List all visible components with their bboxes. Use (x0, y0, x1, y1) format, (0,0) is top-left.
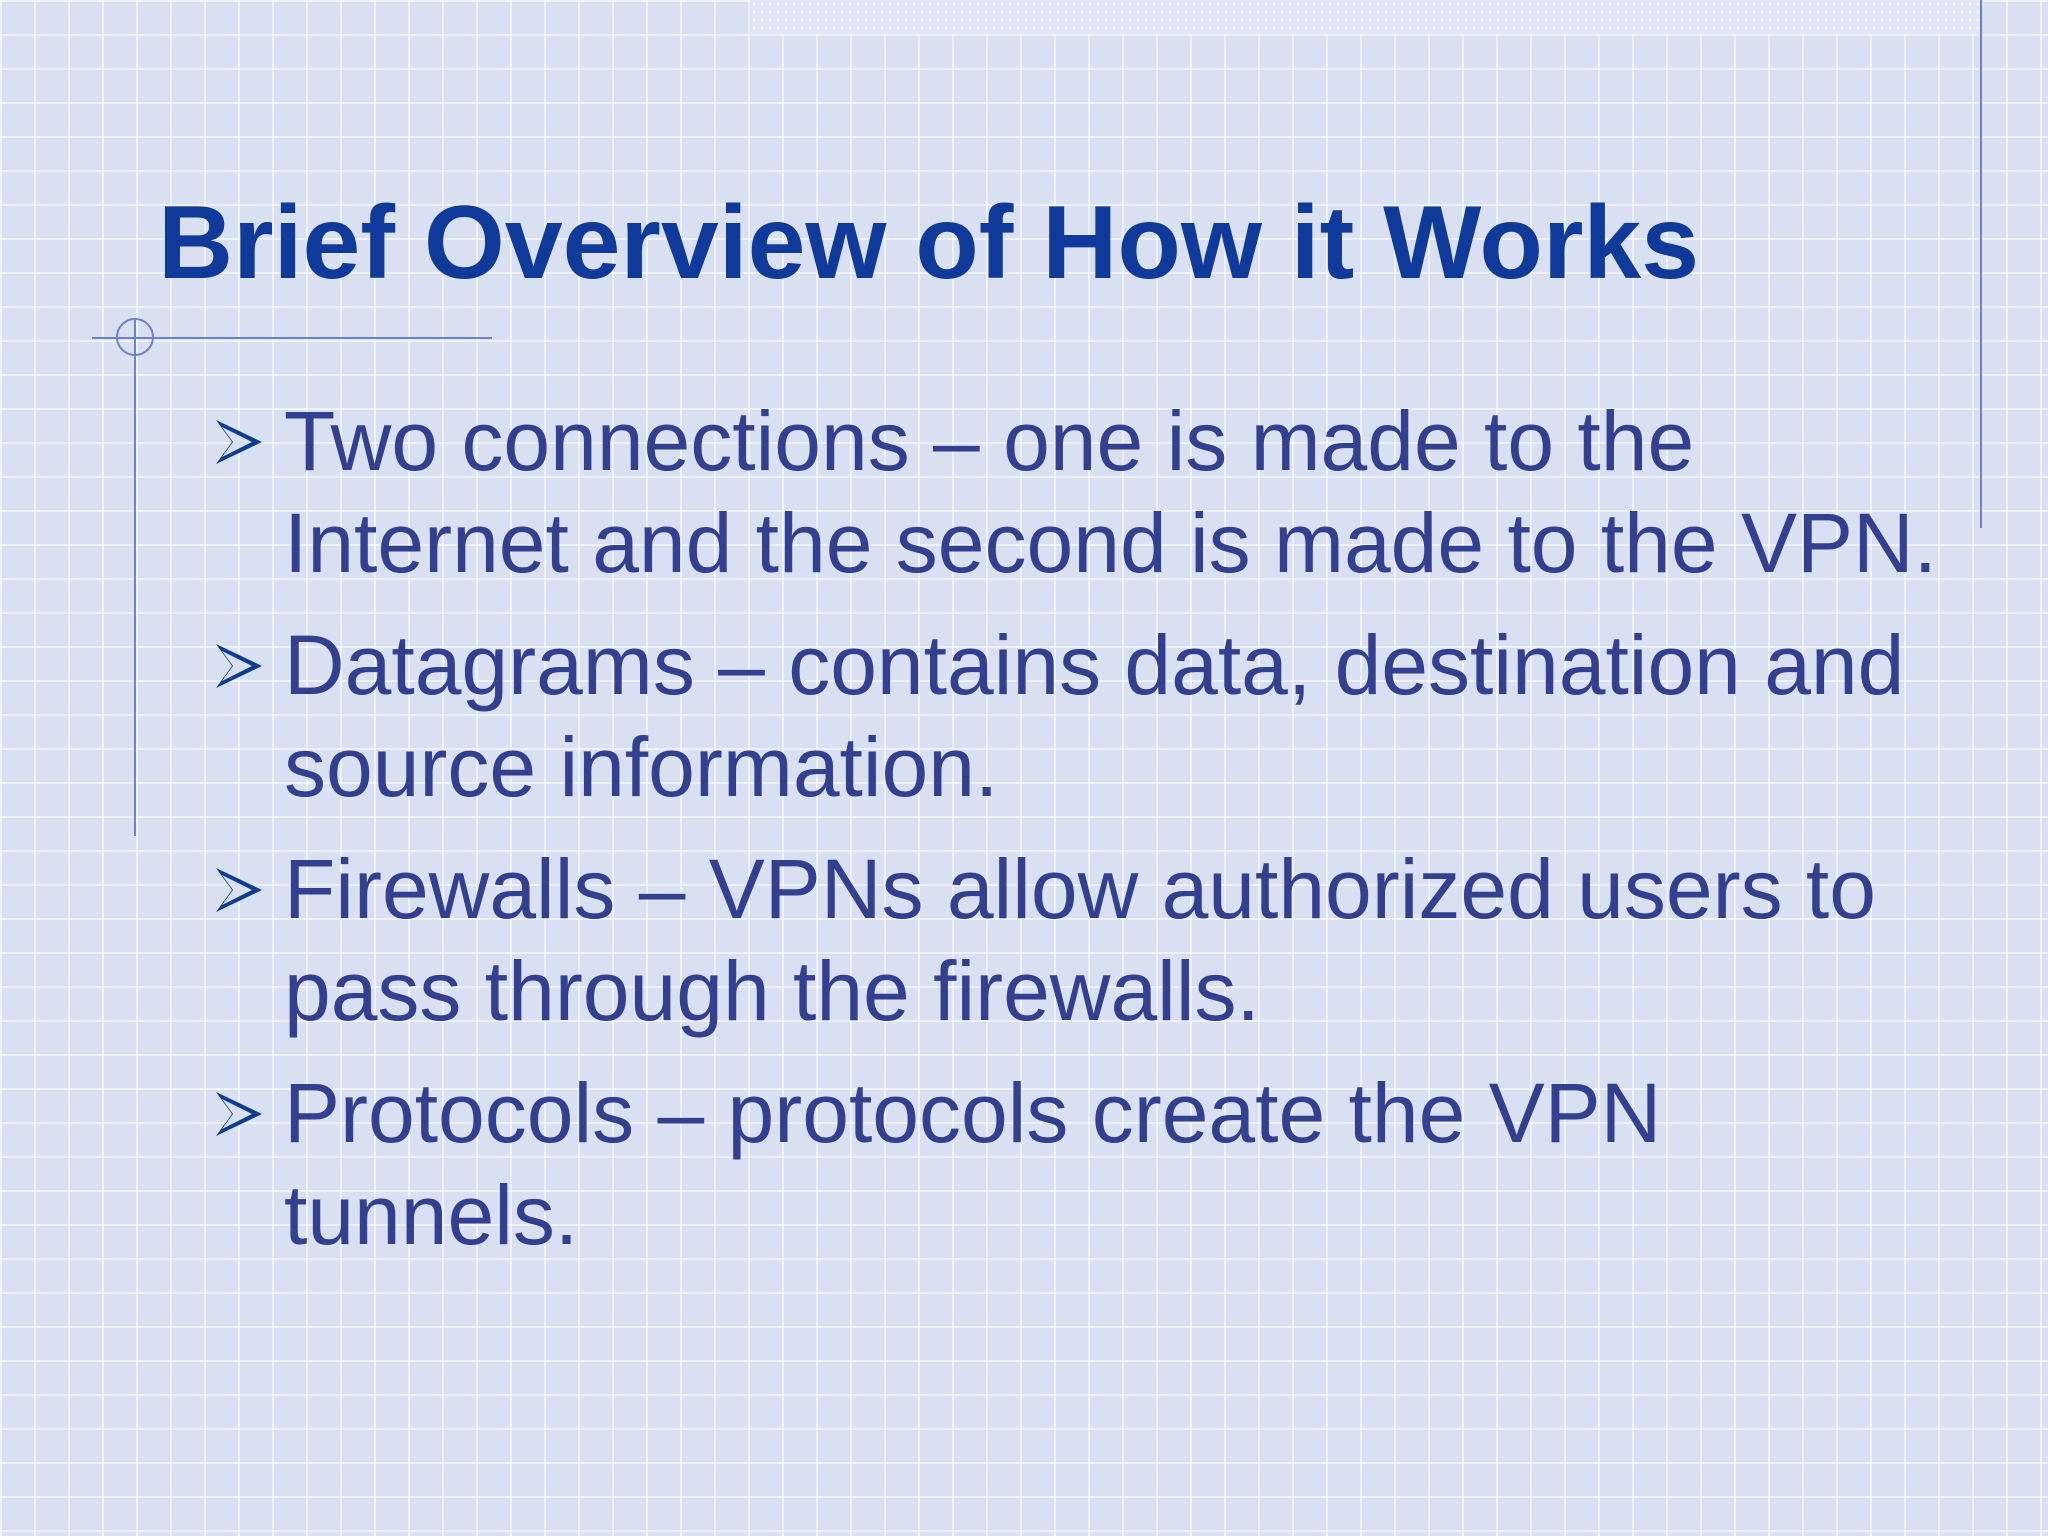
bullet-item: Datagrams – contains data, destination a… (212, 614, 1972, 818)
bullet-text: Firewalls – VPNs allow authorized users … (284, 842, 1876, 1038)
title-underline (92, 337, 492, 339)
bullet-item: Two connections – one is made to the Int… (212, 390, 1972, 594)
corner-pattern (750, 0, 1980, 34)
arrow-bullet-icon (216, 868, 262, 912)
bullet-item: Protocols – protocols create the VPN tun… (212, 1062, 1972, 1266)
corner-ring-ornament (116, 318, 154, 356)
bullet-list: Two connections – one is made to the Int… (212, 390, 1972, 1286)
arrow-bullet-icon (216, 420, 262, 464)
arrow-bullet-icon (216, 644, 262, 688)
bullet-text: Two connections – one is made to the Int… (284, 394, 1938, 590)
bullet-item: Firewalls – VPNs allow authorized users … (212, 838, 1972, 1042)
arrow-bullet-icon (216, 1092, 262, 1136)
bullet-text: Datagrams – contains data, destination a… (284, 618, 1905, 814)
slide-title: Brief Overview of How it Works (158, 185, 1700, 301)
bullet-text: Protocols – protocols create the VPN tun… (284, 1066, 1662, 1262)
left-rule-line (134, 320, 136, 836)
right-rule-line (1980, 0, 1982, 528)
